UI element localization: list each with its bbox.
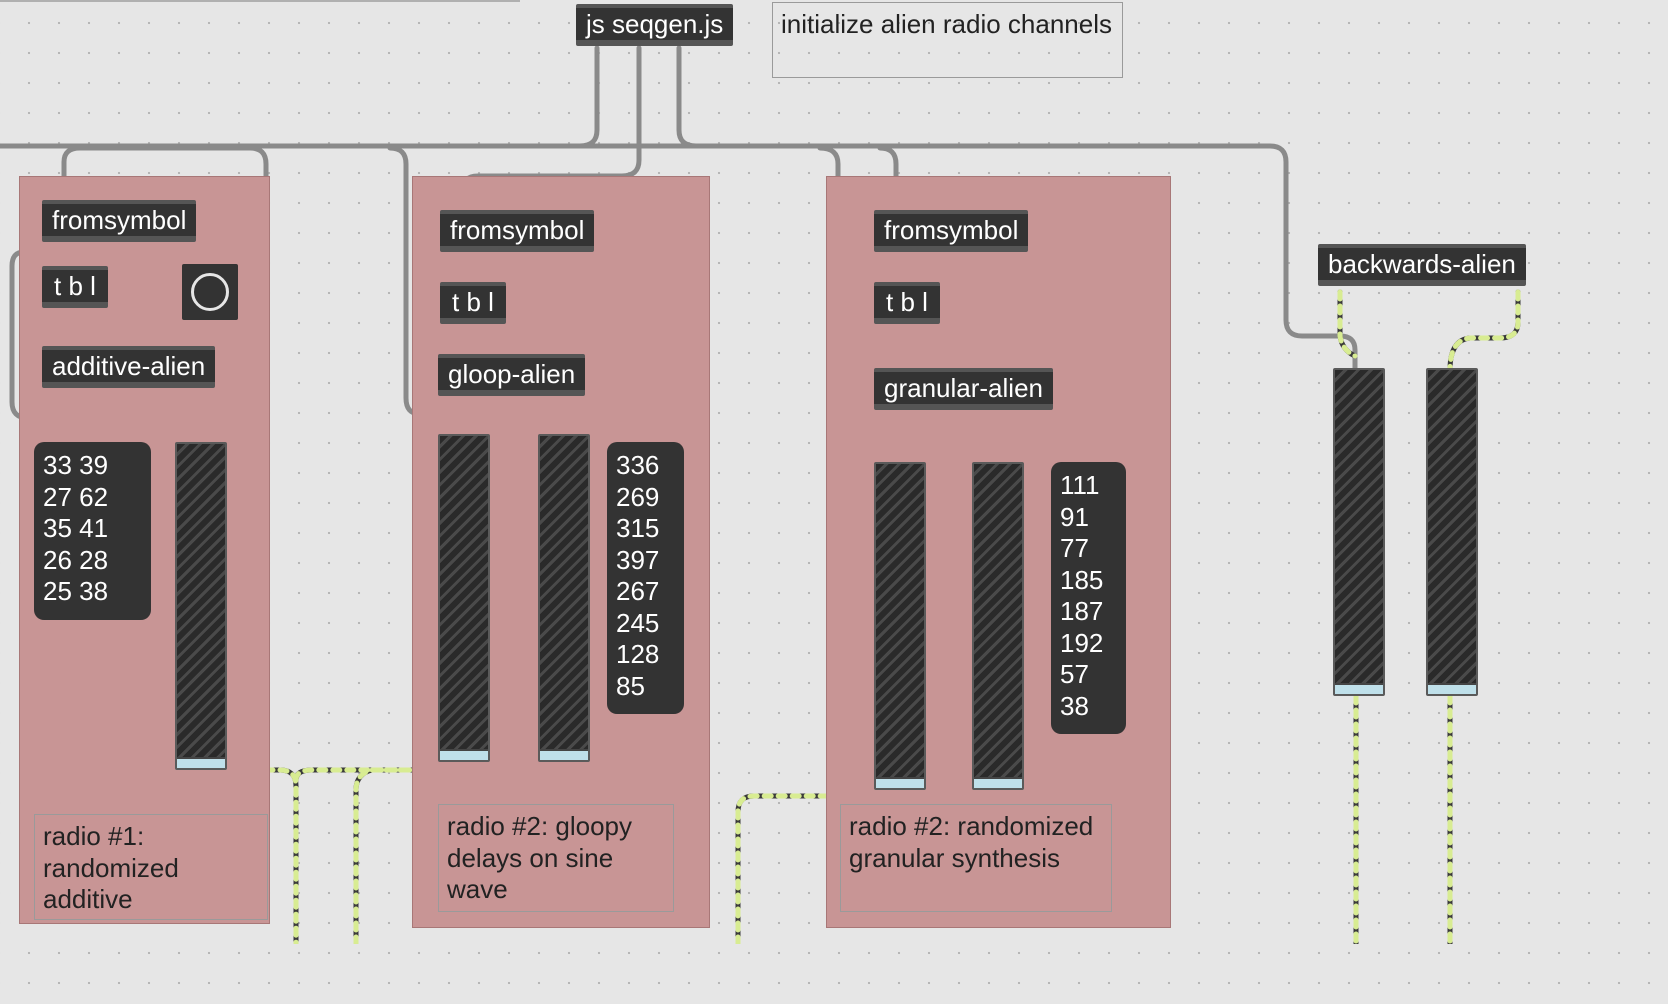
list-item: 38 (1060, 690, 1089, 721)
radio2-number-list[interactable]: 336 269 315 397 267 245 128 85 (607, 442, 684, 714)
list-item: 267 (616, 576, 660, 606)
radio1-comment[interactable]: radio #1: randomized additive (34, 814, 268, 920)
radio3-comment-text: radio #2: randomized granular synthesis (849, 811, 1094, 873)
radio1-number-list[interactable]: 33 39 27 62 35 41 26 28 25 38 (34, 442, 151, 620)
radio2-trigger[interactable]: t b l (440, 282, 506, 324)
canvas-edge-line (0, 0, 520, 2)
radio3-level-meter-left[interactable] (874, 462, 926, 790)
backwards-synth-label: backwards-alien (1328, 249, 1516, 279)
radio3-level-meter-right[interactable] (972, 462, 1024, 790)
list-item: 35 41 (43, 513, 109, 543)
backwards-alien-object[interactable]: backwards-alien (1318, 244, 1526, 286)
radio2-trigger-label: t b l (452, 287, 494, 317)
radio1-level-meter[interactable] (175, 442, 227, 770)
radio3-number-list[interactable]: 111 91 77 185 187 192 57 38 (1051, 462, 1126, 734)
list-item: 91 (1060, 501, 1089, 532)
radio3-fromsymbol-label: fromsymbol (884, 215, 1019, 245)
list-item: 336 (616, 450, 660, 480)
signal-cords (61, 289, 1521, 944)
js-object-label: js seqgen.js (586, 9, 724, 39)
radio2-comment[interactable]: radio #2: gloopy delays on sine wave (438, 804, 674, 912)
radio2-gloop-alien[interactable]: gloop-alien (438, 354, 586, 396)
radio3-trigger[interactable]: t b l (874, 282, 940, 324)
radio1-synth-label: additive-alien (52, 351, 206, 381)
list-item: 128 (616, 639, 660, 669)
list-item: 77 (1060, 533, 1089, 563)
backwards-level-meter-left[interactable] (1333, 368, 1385, 696)
list-item: 185 (1060, 564, 1104, 595)
init-comment[interactable]: initialize alien radio channels (772, 2, 1123, 78)
radio3-granular-alien[interactable]: granular-alien (874, 368, 1053, 410)
list-item: 25 38 (43, 576, 109, 606)
list-item: 315 (616, 513, 660, 543)
list-item: 27 62 (43, 481, 109, 512)
list-item: 397 (616, 544, 660, 575)
radio3-trigger-label: t b l (886, 287, 928, 317)
list-item: 57 (1060, 659, 1089, 689)
list-item: 26 28 (43, 544, 109, 575)
radio3-fromsymbol[interactable]: fromsymbol (874, 210, 1029, 252)
radio1-trigger-label: t b l (54, 271, 96, 301)
radio1-fromsymbol-label: fromsymbol (52, 205, 187, 235)
radio2-synth-label: gloop-alien (448, 359, 576, 389)
radio1-trigger[interactable]: t b l (42, 266, 108, 308)
init-comment-text: initialize alien radio channels (781, 9, 1112, 39)
radio1-additive-alien[interactable]: additive-alien (42, 346, 216, 388)
radio2-fromsymbol[interactable]: fromsymbol (440, 210, 595, 252)
list-item: 269 (616, 481, 660, 512)
list-item: 111 (1060, 470, 1100, 500)
js-seqgen-object[interactable]: js seqgen.js (576, 4, 734, 46)
radio2-fromsymbol-label: fromsymbol (450, 215, 585, 245)
list-item: 245 (616, 607, 660, 638)
bang-ring (191, 273, 229, 311)
radio1-fromsymbol[interactable]: fromsymbol (42, 200, 197, 242)
list-item: 192 (1060, 627, 1104, 658)
radio1-comment-text: radio #1: randomized additive (43, 821, 179, 914)
list-item: 33 39 (43, 450, 109, 480)
list-item: 85 (616, 670, 645, 701)
radio3-synth-label: granular-alien (884, 373, 1043, 403)
radio2-level-meter-left[interactable] (438, 434, 490, 762)
bang-icon[interactable] (182, 264, 238, 320)
radio2-level-meter-right[interactable] (538, 434, 590, 762)
radio2-comment-text: radio #2: gloopy delays on sine wave (447, 811, 633, 904)
list-item: 187 (1060, 596, 1104, 626)
backwards-level-meter-right[interactable] (1426, 368, 1478, 696)
radio3-comment[interactable]: radio #2: randomized granular synthesis (840, 804, 1112, 912)
